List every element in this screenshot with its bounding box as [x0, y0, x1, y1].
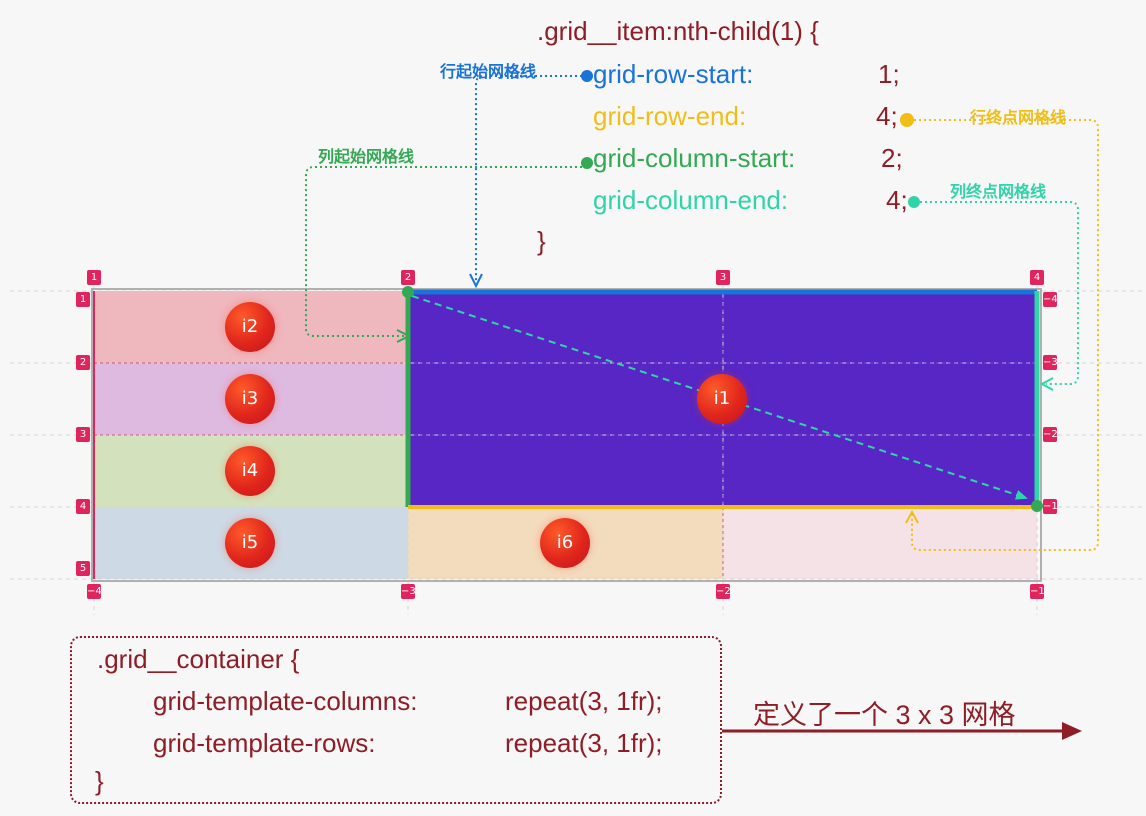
top-line-number-3: 3	[716, 270, 730, 285]
grid-item-i5: i5	[225, 518, 275, 568]
left-line-number-4: 4	[76, 499, 90, 514]
grid-item-i3: i3	[225, 374, 275, 424]
row-start-callout: 行起始网格线	[440, 64, 537, 81]
right-line-number-neg4: −4	[1043, 292, 1058, 307]
left-line-number-1: 1	[76, 292, 90, 307]
container-code-box	[70, 636, 722, 804]
grid-item-i4: i4	[225, 446, 275, 496]
top-line-number-2: 2	[401, 270, 415, 285]
row-start-value: 1;	[878, 59, 900, 89]
define-grid-caption: 定义了一个 3 x 3 网格	[753, 700, 1016, 730]
grid-item-i1: i1	[697, 374, 747, 424]
right-line-number-neg3: −3	[1043, 355, 1058, 370]
container-open-line: .grid__container {	[97, 644, 300, 674]
col-start-callout: 列起始网格线	[318, 149, 415, 166]
col-end-value: 4;	[886, 185, 908, 215]
row-start-prop: grid-row-start:	[593, 59, 754, 89]
left-line-number-5: 5	[76, 561, 90, 576]
col-start-value: 2;	[881, 143, 903, 173]
left-line-number-2: 2	[76, 355, 90, 370]
row-end-prop: grid-row-end:	[593, 101, 747, 131]
container-close-brace: }	[95, 766, 104, 796]
col-end-prop: grid-column-end:	[593, 185, 789, 215]
bottom-line-number-neg2: −2	[716, 584, 731, 599]
bottom-line-number-neg4: −4	[87, 584, 102, 599]
col-end-callout: 列终点网格线	[950, 184, 1047, 201]
bottom-line-number-neg3: −3	[401, 584, 416, 599]
template-rows-value: repeat(3, 1fr);	[505, 728, 663, 758]
grid-item-i6: i6	[540, 518, 590, 568]
grid-item-i2: i2	[225, 302, 275, 352]
template-columns-prop: grid-template-columns:	[153, 686, 418, 716]
row-end-value: 4;	[876, 101, 898, 131]
right-line-number-neg1: −1	[1043, 499, 1058, 514]
template-columns-value: repeat(3, 1fr);	[505, 686, 663, 716]
selector-close-brace: }	[537, 226, 546, 256]
top-line-number-1: 1	[87, 270, 101, 285]
right-line-number-neg2: −2	[1043, 427, 1058, 442]
col-start-prop: grid-column-start:	[593, 143, 796, 173]
left-line-number-3: 3	[76, 427, 90, 442]
template-rows-prop: grid-template-rows:	[153, 728, 376, 758]
selector-open-line: .grid__item:nth-child(1) {	[537, 16, 819, 46]
top-line-number-4: 4	[1030, 270, 1044, 285]
bottom-line-number-neg1: −1	[1030, 584, 1045, 599]
row-end-callout: 行终点网格线	[970, 110, 1067, 127]
grid-empty-cell	[723, 507, 1037, 579]
